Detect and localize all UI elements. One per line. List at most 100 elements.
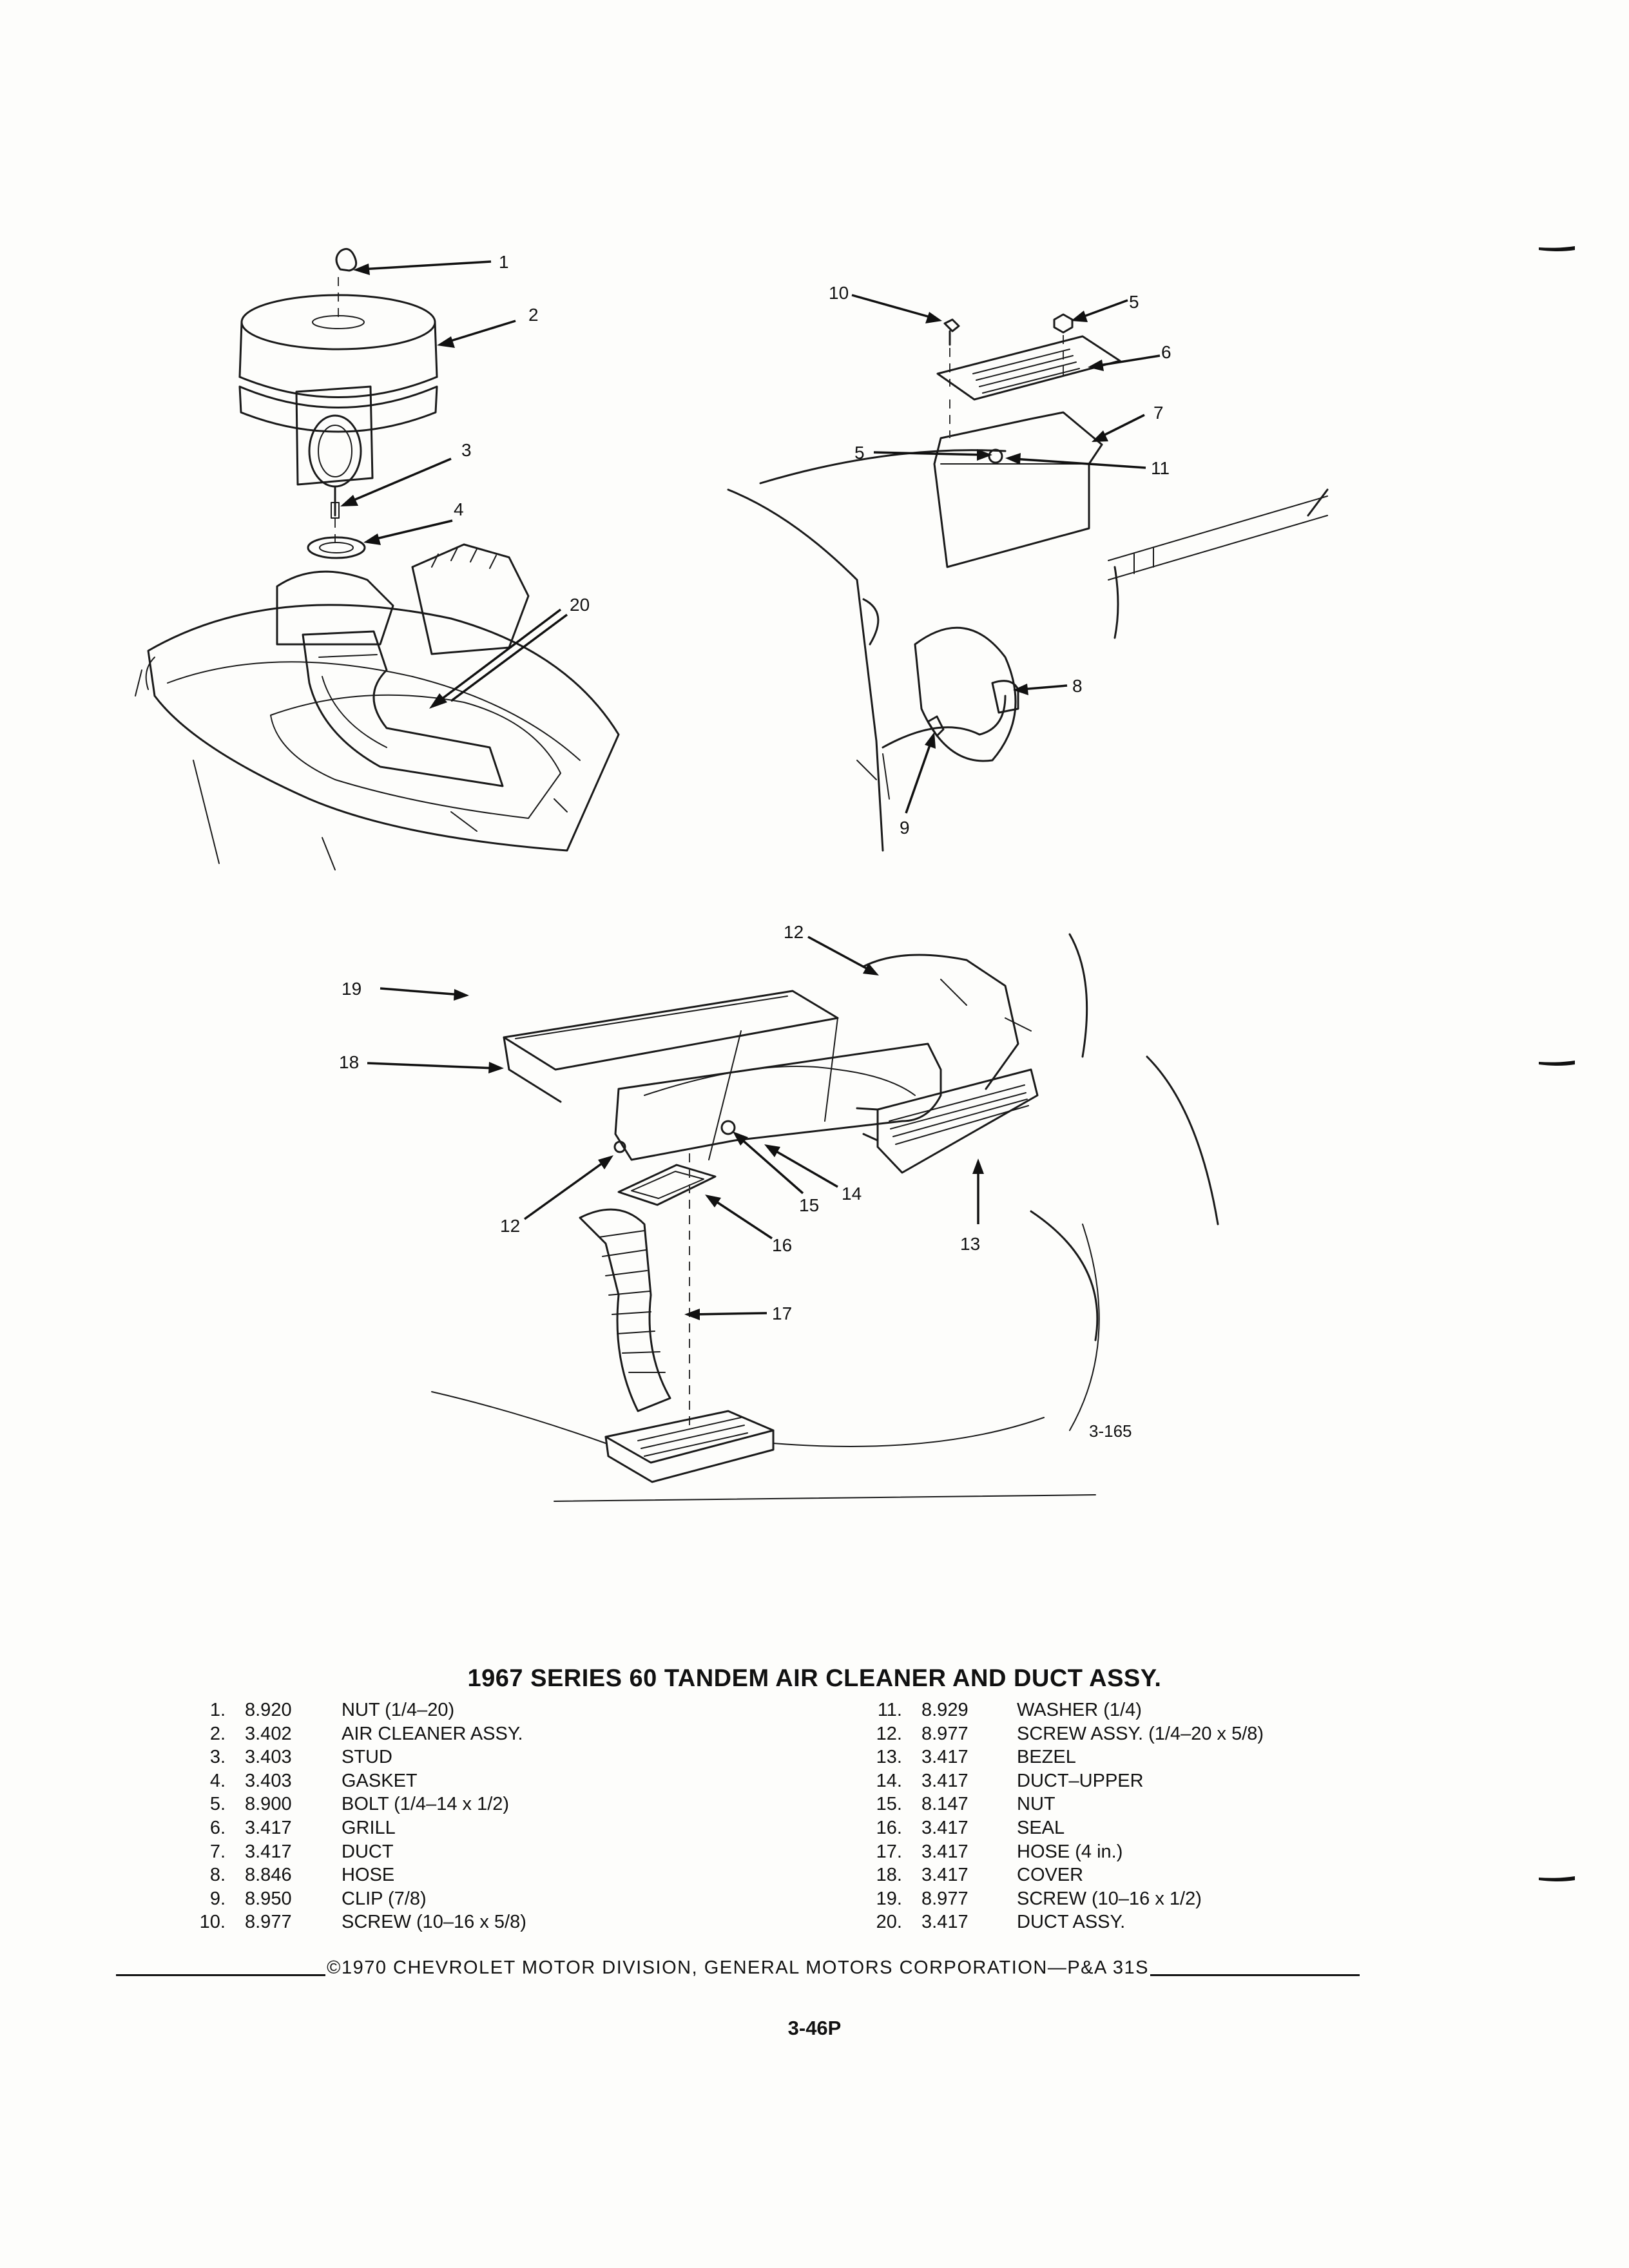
- part-description: NUT (1/4–20): [342, 1700, 455, 1720]
- callout-1: 1: [499, 252, 509, 272]
- part-number: 17.: [876, 1841, 902, 1862]
- callout-8: 8: [1072, 676, 1083, 696]
- group-number: 8.920: [245, 1700, 292, 1720]
- part-description: AIR CLEANER ASSY.: [342, 1723, 523, 1744]
- part-description: DUCT ASSY.: [1017, 1912, 1126, 1933]
- copyright-footer: ©1970 CHEVROLET MOTOR DIVISION, GENERAL …: [116, 1957, 1360, 1979]
- group-number: 3.417: [921, 1841, 969, 1862]
- part-number: 13.: [876, 1747, 902, 1768]
- part-description: WASHER (1/4): [1017, 1700, 1142, 1720]
- floor-grill-slots: [637, 1417, 748, 1457]
- part-number: 10.: [199, 1912, 226, 1933]
- group-number: 3.403: [245, 1770, 292, 1791]
- part-number: 1.: [209, 1700, 226, 1720]
- group-number: 3.417: [921, 1817, 969, 1838]
- group-number: 8.977: [921, 1723, 969, 1744]
- part-number: 3.: [209, 1747, 226, 1768]
- part-number: 7.: [209, 1841, 226, 1862]
- part-description: SCREW (10–16 x 5/8): [342, 1912, 526, 1933]
- part-number: 11.: [877, 1700, 902, 1720]
- group-number: 8.950: [245, 1888, 292, 1909]
- page-title: 1967 SERIES 60 TANDEM AIR CLEANER AND DU…: [467, 1665, 1162, 1692]
- part-description: GASKET: [342, 1770, 418, 1791]
- page-number: 3-46P: [787, 2017, 842, 2039]
- part-description: HOSE (4 in.): [1017, 1841, 1123, 1862]
- dash-duct-drawing: [431, 933, 1219, 1502]
- part-number: 18.: [876, 1865, 902, 1886]
- group-number: 3.403: [245, 1747, 292, 1768]
- callout-5-top: 5: [1129, 292, 1139, 312]
- part-description: COVER: [1017, 1865, 1084, 1886]
- callout-9: 9: [900, 818, 910, 838]
- callout-18: 18: [339, 1052, 359, 1072]
- figure-id: 3-165: [1089, 1421, 1132, 1441]
- part-number: 15.: [876, 1794, 902, 1815]
- group-number: 8.147: [921, 1794, 969, 1815]
- part-description: HOSE: [342, 1865, 395, 1886]
- callout-10: 10: [829, 283, 849, 303]
- exploded-view-illustration: 1 2 3 4 5 5 6 7 8 9 10 11 12 12 13 14 15…: [135, 247, 1329, 1502]
- part-description: NUT: [1017, 1794, 1055, 1815]
- footer-rule-left: [116, 1974, 326, 1976]
- margin-tab-mark: [1539, 1061, 1575, 1066]
- group-number: 8.846: [245, 1865, 292, 1886]
- callout-12-top: 12: [784, 922, 804, 942]
- callout-3: 3: [461, 440, 472, 460]
- callout-7: 7: [1153, 403, 1164, 423]
- group-number: 8.900: [245, 1794, 292, 1815]
- copyright-text: ©1970 CHEVROLET MOTOR DIVISION, GENERAL …: [327, 1957, 1149, 1978]
- callout-12-bottom: 12: [500, 1216, 520, 1236]
- callout-leaders: [340, 260, 1161, 1320]
- group-number: 3.417: [921, 1770, 969, 1791]
- air-cleaner-assembly-drawing: [135, 247, 620, 870]
- part-description: BEZEL: [1017, 1747, 1076, 1768]
- callout-16: 16: [772, 1235, 792, 1255]
- group-number: 3.417: [921, 1865, 969, 1886]
- part-description: SCREW (10–16 x 1/2): [1017, 1888, 1202, 1909]
- callout-11: 11: [1151, 458, 1170, 478]
- part-number: 2.: [209, 1723, 226, 1744]
- part-description: GRILL: [342, 1817, 396, 1838]
- bezel-louvers: [889, 1084, 1029, 1145]
- part-number: 4.: [209, 1770, 226, 1791]
- margin-tab-mark: [1539, 1876, 1575, 1881]
- part-description: DUCT: [342, 1841, 394, 1862]
- part-number: 5.: [209, 1794, 226, 1815]
- margin-tab-mark: [1539, 246, 1575, 251]
- part-description: BOLT (1/4–14 x 1/2): [342, 1794, 510, 1815]
- callout-17: 17: [772, 1303, 792, 1323]
- part-description: SEAL: [1017, 1817, 1065, 1838]
- hose-ribs: [599, 1230, 666, 1373]
- part-number: 19.: [876, 1888, 902, 1909]
- part-number: 8.: [209, 1865, 226, 1886]
- part-description: STUD: [342, 1747, 392, 1768]
- part-number: 6.: [209, 1817, 226, 1838]
- callout-20: 20: [570, 595, 590, 615]
- callout-19: 19: [342, 979, 361, 999]
- callout-5-mid: 5: [854, 443, 865, 463]
- part-number: 20.: [876, 1912, 902, 1933]
- callout-4: 4: [454, 499, 464, 519]
- group-number: 3.402: [245, 1723, 292, 1744]
- part-number: 12.: [876, 1723, 902, 1744]
- group-number: 3.417: [921, 1912, 969, 1933]
- cowl-duct-drawing: [727, 313, 1329, 852]
- callout-14: 14: [842, 1184, 862, 1204]
- callout-13: 13: [960, 1234, 980, 1254]
- part-description: CLIP (7/8): [342, 1888, 427, 1909]
- part-number: 9.: [209, 1888, 226, 1909]
- footer-rule-right: [1150, 1974, 1360, 1976]
- group-number: 8.929: [921, 1700, 969, 1720]
- part-number: 16.: [876, 1817, 902, 1838]
- callout-15: 15: [799, 1195, 819, 1215]
- callout-6: 6: [1161, 342, 1171, 362]
- part-description: DUCT–UPPER: [1017, 1770, 1144, 1791]
- group-number: 3.417: [245, 1841, 292, 1862]
- callout-2: 2: [528, 305, 539, 325]
- callout-labels: 1 2 3 4 5 5 6 7 8 9 10 11 12 12 13 14 15…: [339, 252, 1171, 1441]
- group-number: 8.977: [921, 1888, 969, 1909]
- part-description: SCREW ASSY. (1/4–20 x 5/8): [1017, 1723, 1264, 1744]
- group-number: 8.977: [245, 1912, 292, 1933]
- grill-slots: [972, 349, 1080, 394]
- group-number: 3.417: [245, 1817, 292, 1838]
